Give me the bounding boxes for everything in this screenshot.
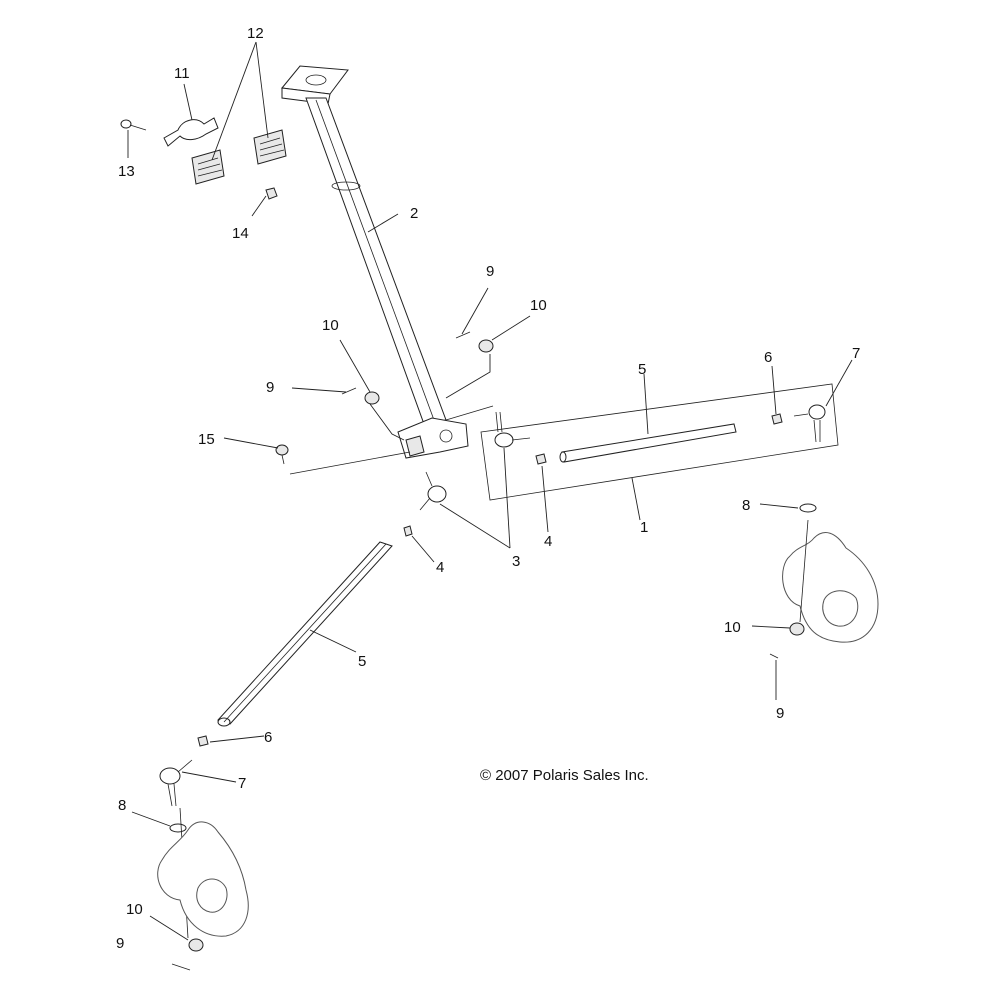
tie-rod-assembly-box [480, 383, 839, 501]
left-tie-rod-part [159, 471, 447, 971]
callout-11: 11 [174, 65, 190, 82]
callout-1: 1 [640, 519, 648, 536]
knuckle-right-ghost [769, 503, 879, 659]
callout-5-left: 5 [358, 653, 366, 670]
clamp-part [163, 117, 219, 147]
bolt-13-part [120, 119, 147, 131]
callout-9-bottom: 9 [116, 935, 124, 952]
callout-6-right: 6 [764, 349, 772, 366]
copyright-notice: © 2007 Polaris Sales Inc. [480, 767, 649, 784]
bolt-15-part [275, 444, 289, 465]
callout-2: 2 [410, 205, 418, 222]
callout-10-top: 10 [530, 297, 547, 314]
callout-7-right: 7 [852, 345, 860, 362]
callout-15: 15 [198, 431, 215, 448]
callout-5-right: 5 [638, 361, 646, 378]
callout-13: 13 [118, 163, 135, 180]
knuckle-left-ghost [157, 821, 249, 937]
callout-7-left: 7 [238, 775, 246, 792]
callout-10-right: 10 [724, 619, 741, 636]
callout-14: 14 [232, 225, 249, 242]
cotter-pins-and-nuts-mid [341, 331, 494, 405]
callout-4-mid: 4 [544, 533, 552, 550]
callout-9-top: 9 [486, 263, 494, 280]
callout-9-right: 9 [776, 705, 784, 722]
callout-6-left: 6 [264, 729, 272, 746]
leader-lines [127, 41, 853, 941]
callout-9-mid: 9 [266, 379, 274, 396]
callout-12: 12 [247, 25, 264, 42]
steering-column-part [281, 65, 494, 475]
bushing-parts [191, 129, 287, 185]
callout-labels: 12 11 13 14 2 9 10 10 9 15 5 6 7 1 4 3 4… [116, 25, 860, 952]
callout-4-left: 4 [436, 559, 444, 576]
nut-14-part [265, 187, 278, 200]
callout-8-left: 8 [118, 797, 126, 814]
callout-3: 3 [512, 553, 520, 570]
callout-10-bottom: 10 [126, 901, 143, 918]
callout-8-right: 8 [742, 497, 750, 514]
callout-10-mid: 10 [322, 317, 339, 334]
